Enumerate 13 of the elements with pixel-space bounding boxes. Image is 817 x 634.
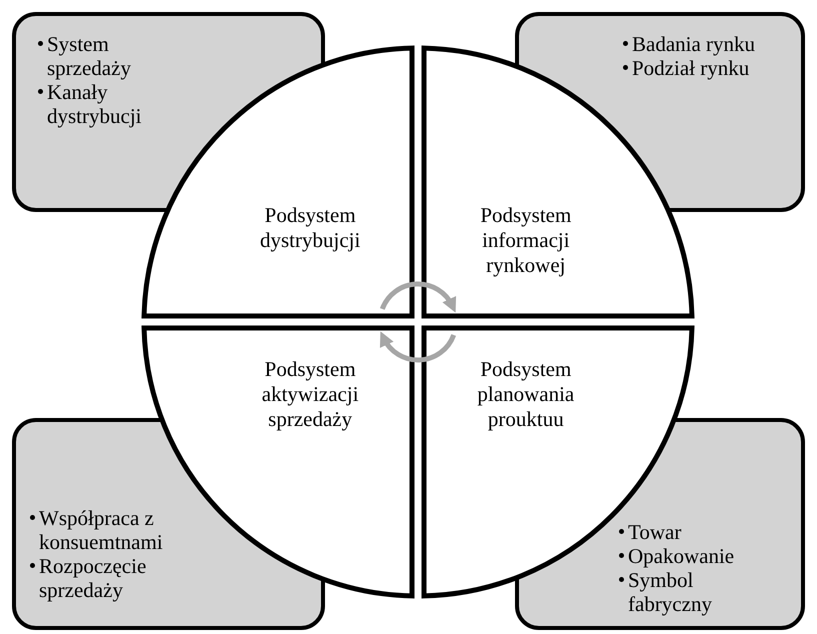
list-item-text: System sprzedaży bbox=[47, 32, 132, 80]
quadrant-label: Podsystem aktywizacji sprzedaży bbox=[260, 357, 360, 432]
list-item-text: Rozpoczęcie sprzedaży bbox=[39, 554, 148, 602]
list-item-text: Współpraca z konsuemtnami bbox=[39, 506, 164, 554]
quadrant-label: Podsystem planowania prouktuu bbox=[476, 357, 576, 432]
quadrant-label: Podsystem informacji rynkowej bbox=[479, 202, 572, 278]
list-item-text: Badania rynku bbox=[632, 32, 756, 56]
quadrant-label: Podsystem dystrybujcji bbox=[258, 202, 362, 253]
list-item-text: Opakowanie bbox=[628, 544, 736, 568]
list-item-text: Symbol fabryczny bbox=[628, 568, 713, 616]
list-item-text: Towar bbox=[628, 520, 682, 544]
list-item-text: Podział rynku bbox=[632, 56, 750, 80]
list-item-text: Kanały dystrybucji bbox=[47, 80, 142, 128]
